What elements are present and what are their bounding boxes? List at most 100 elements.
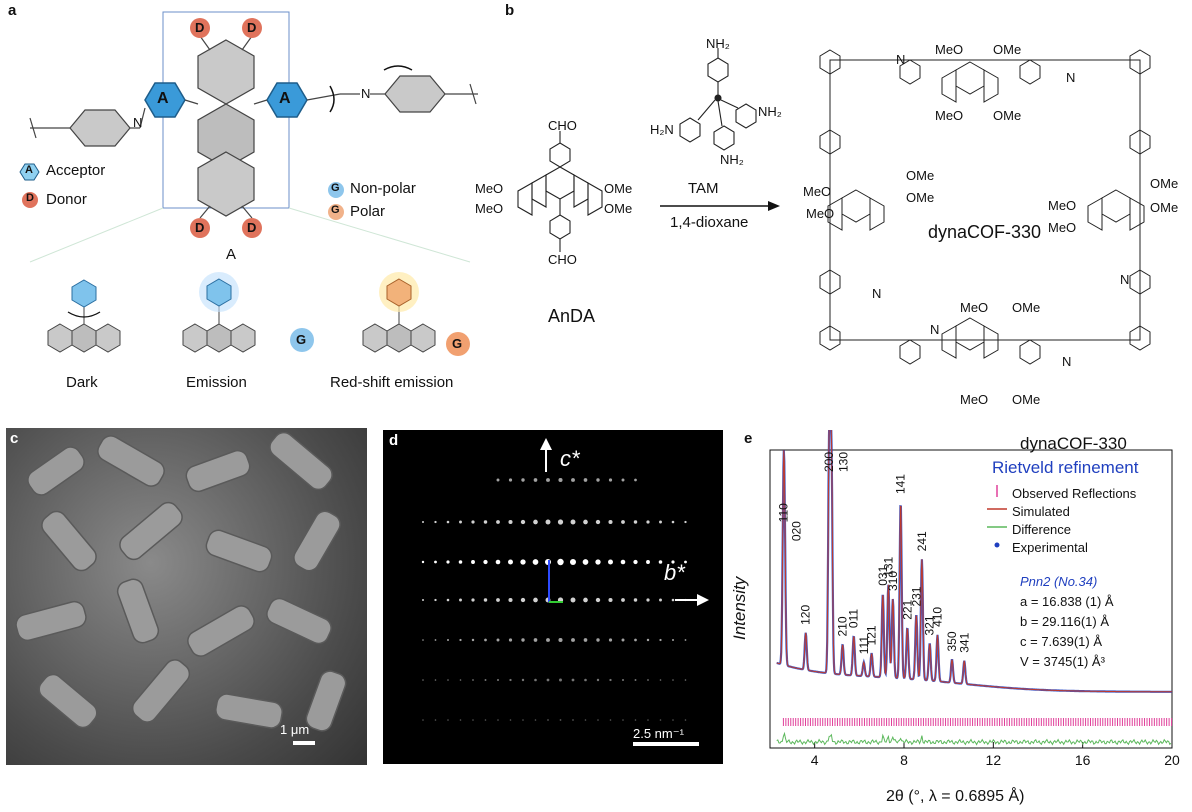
diffraction-spot bbox=[621, 598, 625, 602]
diffraction-spot bbox=[609, 719, 612, 721]
diffraction-spot bbox=[671, 520, 675, 524]
diff-scale-bar bbox=[633, 742, 699, 746]
peak-label: 241 bbox=[915, 531, 929, 551]
diffraction-spot bbox=[521, 478, 525, 482]
diffraction-spot bbox=[533, 519, 538, 525]
diffraction-spot bbox=[534, 719, 537, 721]
peak-label: 121 bbox=[865, 625, 879, 645]
cell-b: b = 29.116(1) Å bbox=[1020, 614, 1110, 629]
sem-scale-label: 1 μm bbox=[280, 722, 310, 737]
diffraction-spot bbox=[520, 597, 526, 603]
diffraction-spot bbox=[496, 520, 500, 524]
peak-label: 231 bbox=[909, 586, 923, 606]
diffraction-spot bbox=[646, 638, 650, 642]
diffraction-spot bbox=[533, 638, 538, 642]
diffraction-spot bbox=[459, 598, 462, 602]
diffraction-spot bbox=[557, 519, 564, 525]
x-tick-label: 8 bbox=[900, 752, 908, 768]
peak-label: 120 bbox=[799, 605, 813, 625]
diffraction-spot bbox=[546, 478, 550, 482]
diffraction-spot bbox=[446, 638, 450, 642]
diffraction-spot bbox=[434, 719, 437, 721]
peak-label: 210 bbox=[836, 616, 850, 636]
legend-observed: Observed Reflections bbox=[1012, 486, 1137, 501]
tam-nh2-top: NH₂ bbox=[706, 36, 730, 51]
sem-crystals bbox=[15, 431, 347, 745]
diffraction-spot bbox=[496, 678, 500, 682]
diffraction-spot bbox=[472, 719, 474, 721]
diffraction-spot bbox=[459, 719, 462, 721]
sem-image bbox=[6, 428, 367, 765]
c-axis-arrowhead bbox=[540, 438, 552, 450]
legend-simulated: Simulated bbox=[1012, 504, 1070, 519]
diffraction-spot bbox=[608, 597, 613, 603]
peak-label: 221 bbox=[900, 599, 914, 619]
diffraction-spot bbox=[483, 598, 488, 602]
diffraction-spot bbox=[508, 597, 513, 603]
cof-meo-top2: MeO bbox=[935, 108, 964, 123]
peak-label: 341 bbox=[957, 632, 971, 652]
diffraction-spot bbox=[584, 678, 587, 682]
legend-difference: Difference bbox=[1012, 522, 1072, 537]
diffraction-spot bbox=[446, 598, 450, 602]
diffraction-spot bbox=[534, 678, 537, 682]
g-polar-circle-letter: G bbox=[452, 336, 463, 351]
cof-ome-left2: OMe bbox=[906, 190, 935, 205]
diffraction-spot bbox=[559, 719, 562, 721]
diffraction-spot bbox=[572, 719, 574, 721]
anda-ome-1: OMe bbox=[604, 181, 633, 196]
emission-molecule bbox=[182, 272, 314, 353]
diffraction-spot bbox=[583, 597, 588, 603]
diffraction-spot bbox=[458, 560, 463, 564]
diffraction-spot bbox=[583, 519, 588, 525]
b-axis-arrowhead bbox=[697, 594, 709, 606]
diffraction-spot bbox=[646, 520, 650, 524]
diffraction-spot bbox=[634, 679, 637, 681]
diffraction-spot bbox=[547, 719, 549, 721]
diffraction-spot bbox=[471, 598, 475, 602]
cof-n-5: N bbox=[930, 322, 940, 337]
diffraction-spot bbox=[532, 559, 539, 565]
chart-xlabel: 2θ (°, λ = 0.6895 Å) bbox=[886, 788, 1025, 805]
diffraction-spot bbox=[471, 520, 475, 524]
axis-c-label: c* bbox=[560, 446, 580, 471]
diffraction-spot bbox=[684, 639, 687, 641]
cof-n-1: N bbox=[896, 52, 906, 67]
diffraction-spot bbox=[571, 638, 575, 642]
diffraction-spot bbox=[647, 679, 649, 681]
diffraction-spot bbox=[633, 598, 638, 602]
x-tick-label: 12 bbox=[986, 752, 1002, 768]
diffraction-spot bbox=[584, 719, 587, 721]
cof-n-2: N bbox=[1066, 70, 1076, 85]
diffraction-spot bbox=[659, 520, 662, 524]
peak-label: 011 bbox=[847, 609, 861, 628]
diffraction-spot bbox=[520, 519, 526, 525]
diffraction-spot bbox=[634, 719, 637, 721]
diffraction-spot bbox=[483, 559, 488, 565]
diffraction-spot bbox=[447, 679, 449, 681]
anda-meo-1: MeO bbox=[475, 181, 504, 196]
state-dark: Dark bbox=[66, 374, 98, 391]
diffraction-spot bbox=[596, 638, 600, 642]
diffraction-spot bbox=[597, 719, 599, 721]
diffraction-spot bbox=[434, 679, 437, 681]
cof-meo-left1: MeO bbox=[803, 184, 832, 199]
peak-label: 310 bbox=[886, 571, 900, 591]
diffraction-spot bbox=[582, 559, 589, 565]
legend-acceptor: Acceptor bbox=[46, 162, 106, 179]
cell-c: c = 7.639(1) Å bbox=[1020, 634, 1103, 649]
diffraction-spot bbox=[484, 679, 487, 681]
legend-a-letter: A bbox=[25, 164, 33, 176]
diffraction-spot bbox=[570, 519, 576, 525]
diffraction-spot bbox=[421, 520, 425, 524]
diffraction-spot bbox=[521, 678, 525, 682]
diffraction-spot bbox=[646, 560, 650, 564]
diffraction-spot bbox=[659, 679, 662, 681]
cof-n-6: N bbox=[1062, 354, 1072, 369]
diffraction-spot bbox=[583, 478, 588, 482]
cof-ome-top: OMe bbox=[993, 42, 1022, 57]
diffraction-spot bbox=[609, 678, 612, 682]
diffraction-spot bbox=[484, 719, 487, 721]
diffraction-spot bbox=[595, 519, 601, 525]
peak-label: 200 bbox=[822, 452, 836, 472]
